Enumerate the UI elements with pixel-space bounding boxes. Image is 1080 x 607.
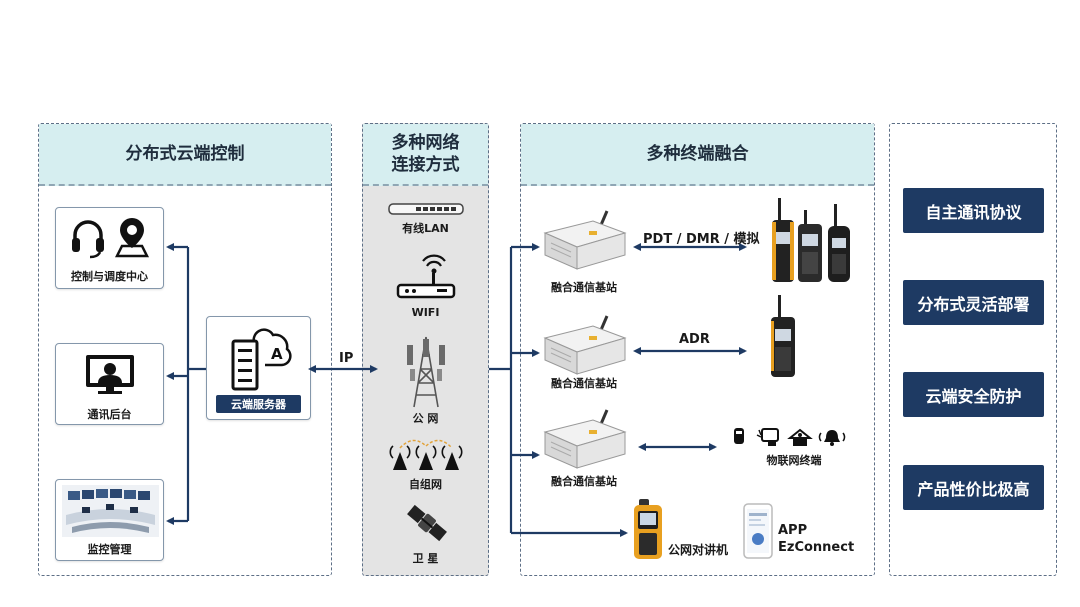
computer-user-icon	[86, 355, 134, 394]
mesh-network-icon	[389, 439, 463, 470]
radio-group-image	[772, 198, 850, 282]
ip-label: IP	[339, 351, 354, 366]
cloud-server-icon: A	[231, 328, 292, 391]
network-title: 多种网络 连接方式	[363, 124, 488, 186]
monitoring-box: 监控管理	[55, 479, 164, 561]
network-mesh-label: 自组网	[409, 478, 442, 491]
adr-label: ADR	[679, 332, 710, 347]
iot-devices-icon	[734, 428, 846, 446]
handheld-radio-image	[771, 295, 795, 377]
features-panel	[889, 123, 1057, 576]
headset-icon	[72, 220, 104, 259]
comm-backend-box: 通讯后台	[55, 343, 164, 425]
network-satellite-label: 卫 星	[412, 552, 439, 565]
base-station-1-label: 融合通信基站	[551, 281, 617, 294]
feature-3: 云端安全防护	[903, 372, 1044, 417]
satellite-icon	[407, 504, 447, 542]
control-center-label: 控制与调度中心	[71, 270, 148, 283]
cloud-server-label: 云端服务器	[216, 395, 301, 413]
feature-4: 产品性价比极高	[903, 465, 1044, 510]
lan-switch-icon	[388, 203, 464, 215]
base-station-2-image	[543, 315, 627, 375]
wifi-router-icon	[396, 254, 456, 299]
app-label-line1: APP	[778, 523, 808, 538]
monitoring-label: 监控管理	[87, 543, 132, 556]
location-pin-icon	[114, 218, 150, 258]
control-center-box: 控制与调度中心	[55, 207, 164, 289]
cloud-control-panel: 分布式云端控制	[38, 123, 332, 576]
feature-2: 分布式灵活部署	[903, 280, 1044, 325]
cell-tower-icon	[407, 336, 445, 408]
public-radio-label: 公网对讲机	[668, 543, 729, 557]
cloud-server-box: A 云端服务器	[206, 316, 311, 420]
terminal-panel: 多种终端融合	[520, 123, 875, 576]
comm-backend-label: 通讯后台	[87, 408, 132, 421]
network-public-label: 公 网	[412, 412, 439, 425]
base-station-3-image	[543, 409, 627, 469]
public-radio-image	[634, 499, 662, 559]
network-lan-label: 有线LAN	[402, 222, 449, 235]
base-station-2-label: 融合通信基站	[551, 377, 617, 390]
server-letter: A	[271, 345, 283, 363]
base-station-1-image	[543, 210, 627, 270]
terminal-title: 多种终端融合	[521, 124, 874, 186]
network-wifi-label: WIFI	[411, 306, 440, 319]
feature-1: 自主通讯协议	[903, 188, 1044, 233]
ezconnect-phone-image	[743, 503, 773, 559]
iot-label: 物联网终端	[766, 454, 822, 467]
control-room-image	[62, 485, 159, 537]
cloud-control-title: 分布式云端控制	[39, 124, 331, 186]
base-station-3-label: 融合通信基站	[551, 475, 617, 488]
app-label-line2: EzConnect	[778, 540, 855, 555]
pdt-dmr-label: PDT / DMR / 模拟	[643, 232, 760, 247]
